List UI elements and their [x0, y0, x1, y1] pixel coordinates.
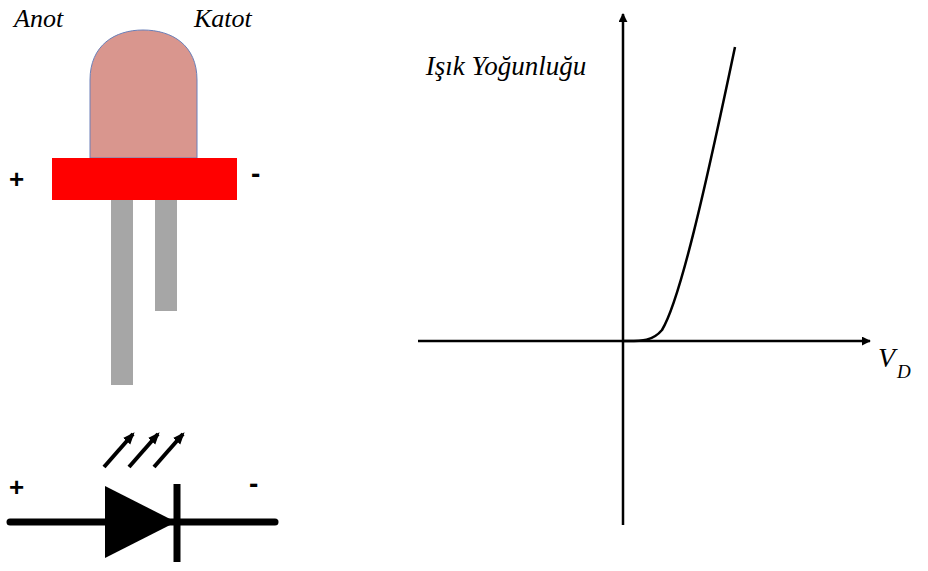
cathode-label: Katot	[194, 6, 252, 32]
minus-sign: -	[251, 160, 260, 188]
led-flange	[52, 158, 237, 200]
anode-label: Anot	[14, 6, 63, 32]
axis-label: V	[878, 344, 895, 372]
intensity-graph	[418, 14, 870, 525]
axis-subscript: D	[897, 362, 911, 381]
cathode-lead	[155, 200, 177, 311]
anode-lead	[111, 200, 133, 385]
led-symbol	[10, 434, 275, 562]
axis-label: Işık Yoğunluğu	[420, 48, 592, 84]
led-body	[52, 30, 237, 385]
plus-sign: +	[9, 166, 24, 192]
minus-sign: -	[249, 470, 258, 498]
plus-sign: +	[9, 474, 24, 500]
y-axis	[622, 14, 625, 525]
intensity-curve	[623, 47, 735, 341]
